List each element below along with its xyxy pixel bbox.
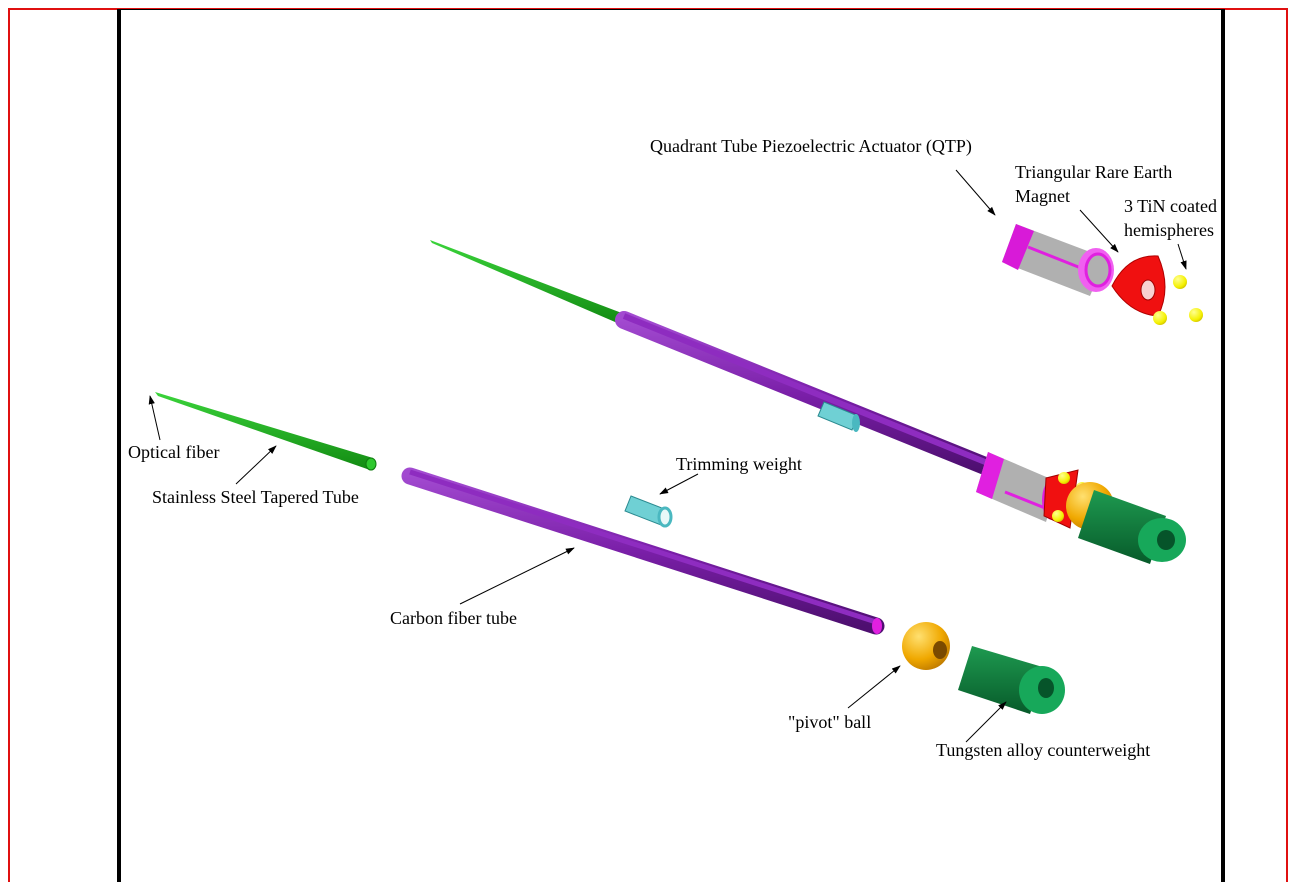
assembled-carbon-tube-core xyxy=(622,313,997,469)
label-pivot-ball: "pivot" ball xyxy=(788,712,871,732)
label-qtp: Quadrant Tube Piezoelectric Actuator (QT… xyxy=(650,136,972,157)
arrow-hemispheres xyxy=(1177,243,1187,270)
assembled-trimming-weight xyxy=(817,401,860,432)
part-counterweight xyxy=(958,646,1065,714)
label-counterweight: Tungsten alloy counterweight xyxy=(936,740,1150,760)
part-carbon-tube xyxy=(401,467,885,635)
assembled-pendulum xyxy=(430,240,1186,564)
right-margin-mask xyxy=(1225,10,1286,882)
arrow-qtp xyxy=(955,169,996,216)
arrow-magnet xyxy=(1079,209,1119,253)
assembled-fiber-taper xyxy=(430,240,627,325)
arrow-carbon-tube xyxy=(459,547,575,605)
arrow-optical-fiber xyxy=(148,395,161,441)
assembled-carbon-tube xyxy=(615,311,1004,479)
arrow-pivot-ball xyxy=(847,665,901,709)
panel-right-border xyxy=(1221,9,1225,882)
label-magnet-line2: Magnet xyxy=(1015,186,1070,206)
arrow-counterweight xyxy=(965,701,1007,743)
part-qtp xyxy=(1002,224,1114,296)
label-hemispheres-line1: 3 TiN coated xyxy=(1124,196,1217,216)
part-trimming-weight xyxy=(624,495,673,528)
arrow-trimming-weight xyxy=(659,473,699,495)
part-pivot-ball xyxy=(902,622,950,670)
part-magnet xyxy=(1111,255,1166,317)
part-tapered-tube xyxy=(155,392,377,471)
part-hemispheres xyxy=(1153,275,1203,325)
label-magnet-line1: Triangular Rare Earth xyxy=(1015,162,1172,182)
label-tapered-tube: Stainless Steel Tapered Tube xyxy=(152,487,359,507)
arrow-tapered-tube xyxy=(235,445,277,485)
label-trimming-weight: Trimming weight xyxy=(676,454,802,474)
label-optical-fiber: Optical fiber xyxy=(128,442,219,462)
label-hemispheres-line2: hemispheres xyxy=(1124,220,1214,240)
assembled-counterweight xyxy=(1078,490,1186,564)
label-carbon-tube: Carbon fiber tube xyxy=(390,608,517,628)
